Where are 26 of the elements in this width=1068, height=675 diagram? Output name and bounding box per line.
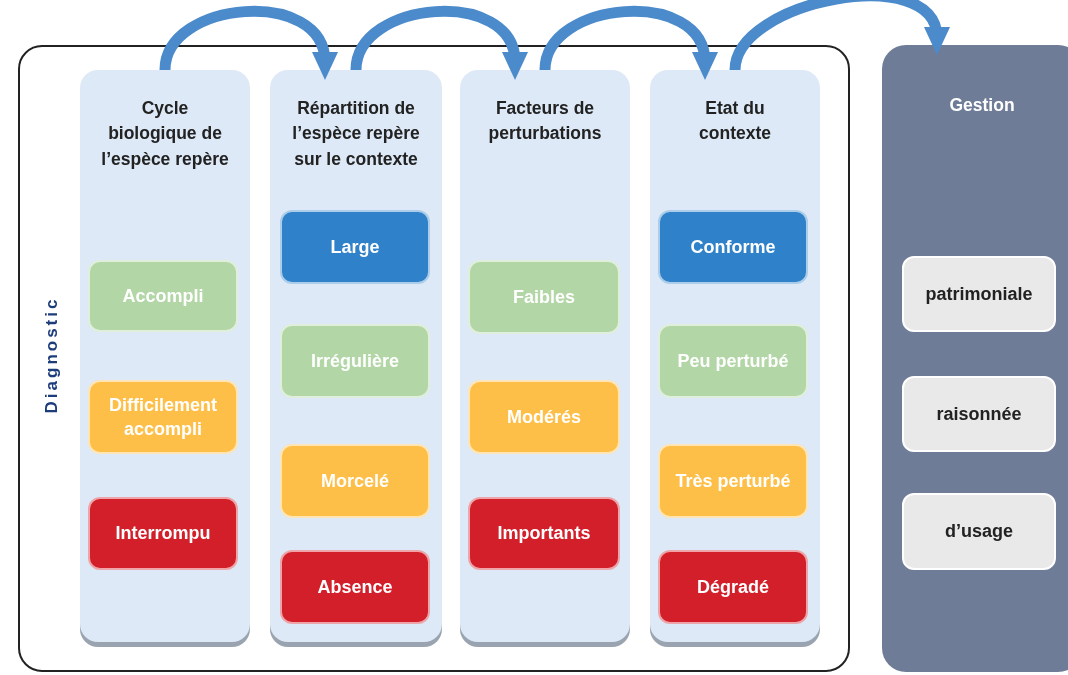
category-box: Interrompu [88, 497, 238, 570]
section-label: Diagnostic [42, 296, 63, 414]
category-box: Faibles [468, 260, 620, 334]
management-panel [882, 45, 1068, 672]
category-box: Importants [468, 497, 620, 570]
category-box: Large [280, 210, 430, 284]
category-box: Absence [280, 550, 430, 624]
category-box: Très perturbé [658, 444, 808, 518]
category-box: patrimoniale [902, 256, 1056, 332]
column-heading: Etat du contexte [698, 97, 772, 146]
category-box: Conforme [658, 210, 808, 284]
section-frame [18, 45, 850, 672]
panel-heading: Gestion [948, 94, 1016, 117]
column-heading: Répartition de l’espèce repère sur le contexte [291, 97, 421, 171]
category-box: Dégradé [658, 550, 808, 624]
category-box: Morcelé [280, 444, 430, 518]
column-heading: Cycle biologique de l’espèce repère [100, 97, 230, 171]
category-box: d’usage [902, 493, 1056, 570]
category-box: Accompli [88, 260, 238, 332]
column-heading: Facteurs de perturbations [487, 97, 603, 146]
category-box: Peu perturbé [658, 324, 808, 398]
curved-arrow [729, 0, 948, 72]
category-box: Difficilement accompli [88, 380, 238, 454]
category-box: raisonnée [902, 376, 1056, 452]
category-box: Irrégulière [280, 324, 430, 398]
category-box: Modérés [468, 380, 620, 454]
